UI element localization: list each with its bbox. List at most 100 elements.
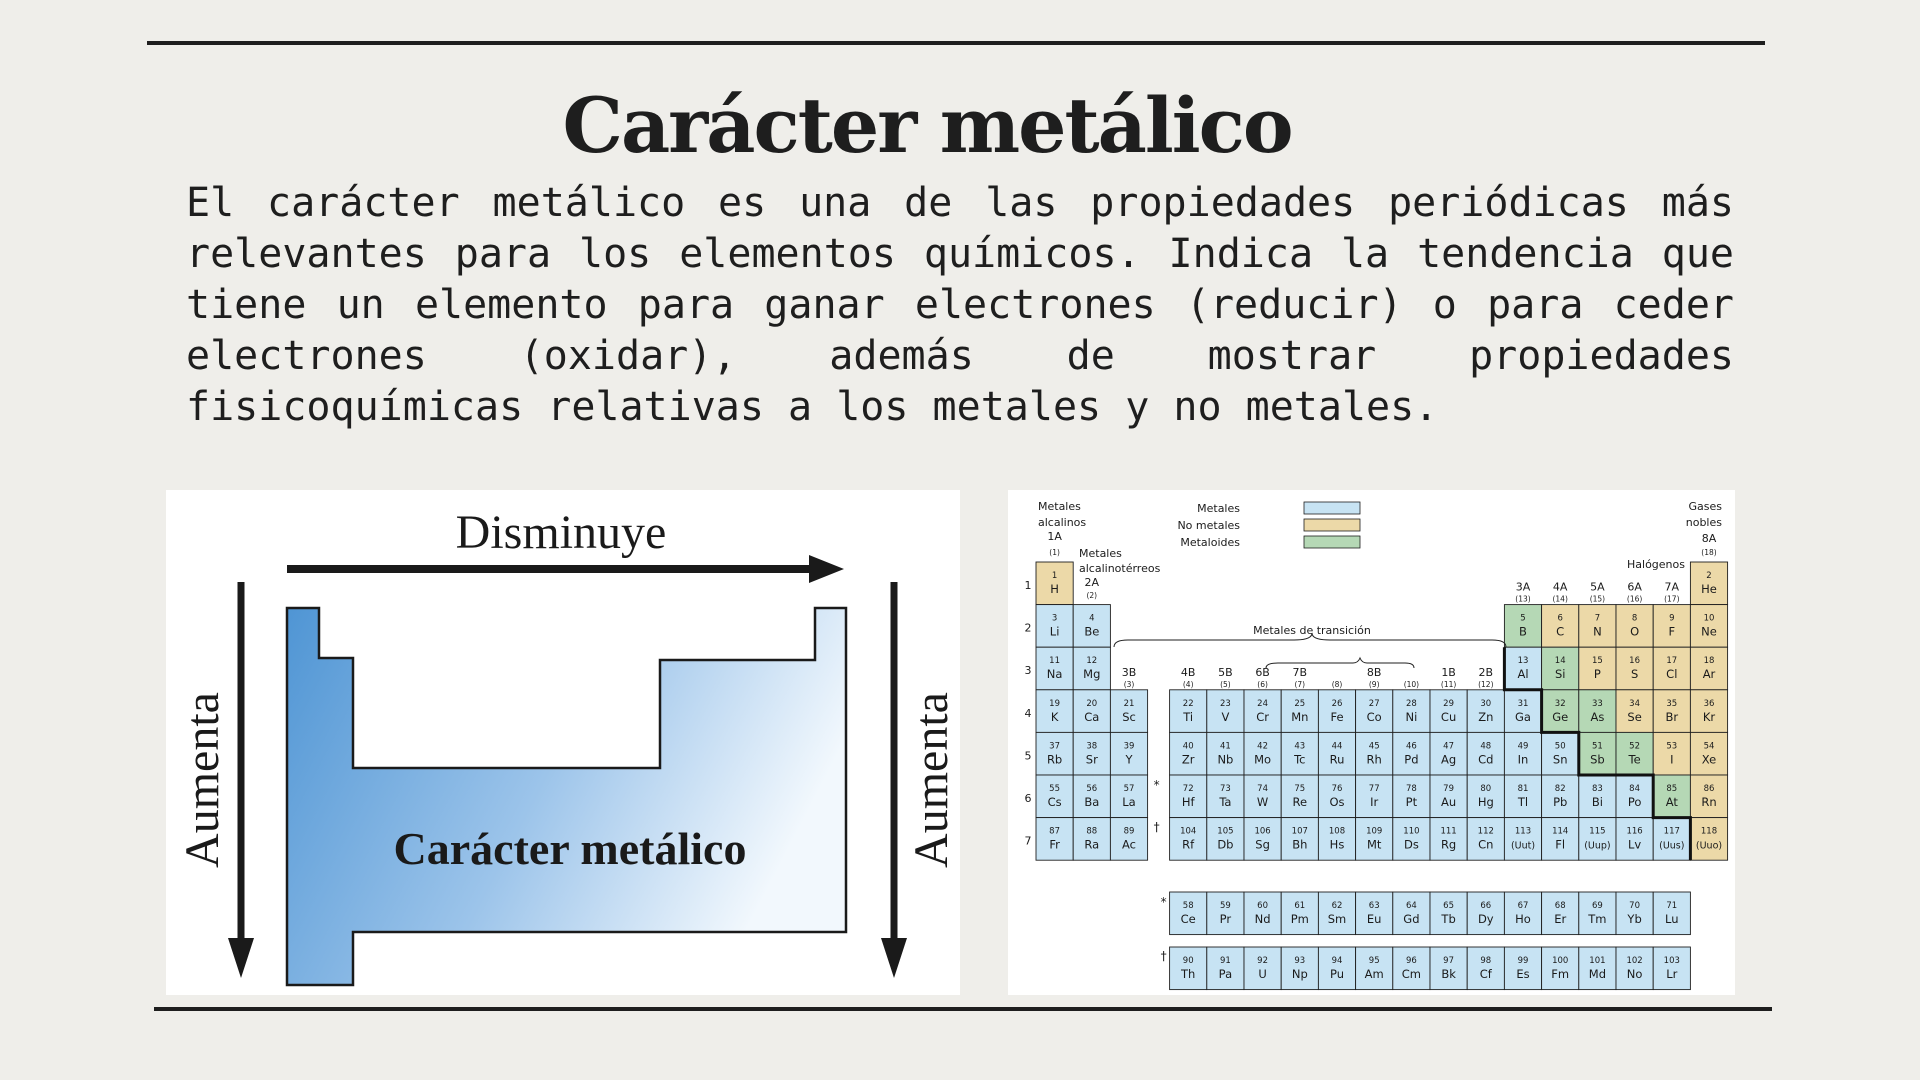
element-symbol: Hf xyxy=(1182,795,1196,809)
atomic-number: 65 xyxy=(1443,901,1454,911)
atomic-number: 20 xyxy=(1086,699,1097,709)
alkaline-earth-label: Metales xyxy=(1079,547,1122,560)
atomic-number: 114 xyxy=(1552,827,1568,837)
atomic-number: 12 xyxy=(1086,656,1097,666)
atomic-number: 74 xyxy=(1257,784,1268,794)
atomic-number: 36 xyxy=(1704,699,1715,709)
element-symbol: Lu xyxy=(1665,912,1679,926)
atomic-number: 86 xyxy=(1704,784,1715,794)
group-8b-bracket xyxy=(1265,656,1415,669)
element-symbol: Si xyxy=(1555,667,1566,681)
atomic-number: 44 xyxy=(1332,741,1343,751)
atomic-number: 94 xyxy=(1332,956,1343,966)
atomic-number: 2 xyxy=(1706,571,1711,581)
atomic-number: 16 xyxy=(1629,656,1640,666)
atomic-number: 73 xyxy=(1220,784,1231,794)
element-symbol: Lr xyxy=(1666,967,1677,981)
element-symbol: Hs xyxy=(1330,838,1345,852)
left-increase-arrow-head xyxy=(228,938,254,978)
period-label: 2 xyxy=(1025,622,1032,635)
element-symbol: Cf xyxy=(1480,967,1493,981)
atomic-number: 59 xyxy=(1220,901,1231,911)
group-label: 5A xyxy=(1590,581,1605,594)
atomic-number: 30 xyxy=(1480,699,1491,709)
atomic-number: 6 xyxy=(1557,614,1562,624)
atomic-number: 66 xyxy=(1480,901,1491,911)
element-symbol: Sg xyxy=(1255,838,1270,852)
atomic-number: 32 xyxy=(1555,699,1566,709)
element-symbol: Lv xyxy=(1628,838,1641,852)
atomic-number: 106 xyxy=(1254,827,1270,837)
element-cell-S: 16S xyxy=(1615,646,1654,691)
element-symbol: Yb xyxy=(1626,912,1641,926)
atomic-number: 67 xyxy=(1518,901,1529,911)
noble-gases-label: Gases xyxy=(1689,500,1723,513)
atomic-number: 42 xyxy=(1257,741,1268,751)
element-cell-O: 8O xyxy=(1615,604,1654,648)
element-symbol: Ag xyxy=(1441,752,1456,766)
element-symbol: As xyxy=(1590,710,1604,724)
atomic-number: 77 xyxy=(1369,784,1380,794)
element-symbol: Na xyxy=(1047,667,1063,681)
group-label: 8A xyxy=(1702,532,1717,545)
element-symbol: Md xyxy=(1589,967,1606,981)
element-symbol: Bh xyxy=(1292,838,1307,852)
metallic-trend-diagram: Disminuye Aumenta Aumenta Carácter metál… xyxy=(166,490,960,995)
element-symbol: Mn xyxy=(1291,710,1308,724)
group-number: (4) xyxy=(1183,680,1194,689)
metal-nonmetal-boundary xyxy=(1502,647,1692,861)
atomic-number: 27 xyxy=(1369,699,1380,709)
atomic-number: 14 xyxy=(1555,656,1566,666)
element-symbol: Rb xyxy=(1047,752,1062,766)
group-label: 4A xyxy=(1553,581,1568,594)
element-symbol: Xe xyxy=(1702,752,1716,766)
element-symbol: Rn xyxy=(1701,795,1716,809)
element-symbol: Y xyxy=(1124,752,1133,766)
right-increase-label: Aumenta xyxy=(905,692,958,868)
element-cell-H: 1H xyxy=(1035,561,1074,606)
atomic-number: 40 xyxy=(1183,741,1194,751)
element-symbol: Rg xyxy=(1441,838,1456,852)
atomic-number: 85 xyxy=(1666,784,1677,794)
atomic-number: 8 xyxy=(1632,614,1637,624)
element-symbol: Hg xyxy=(1478,795,1494,809)
decrease-label: Disminuye xyxy=(456,506,667,559)
group-number: (14) xyxy=(1552,595,1567,604)
atomic-number: 58 xyxy=(1183,901,1194,911)
element-symbol: Cd xyxy=(1478,752,1493,766)
element-symbol: Am xyxy=(1365,967,1384,981)
atomic-number: 47 xyxy=(1443,741,1454,751)
element-symbol: No xyxy=(1627,967,1643,981)
atomic-number: 26 xyxy=(1332,699,1343,709)
element-symbol: (Uut) xyxy=(1511,841,1535,852)
group-label: 2A xyxy=(1085,576,1100,589)
element-symbol: Th xyxy=(1180,967,1195,981)
group-number: (12) xyxy=(1478,680,1493,689)
group-number: (7) xyxy=(1294,680,1305,689)
atomic-number: 96 xyxy=(1406,956,1417,966)
element-symbol: (Uus) xyxy=(1659,841,1684,852)
